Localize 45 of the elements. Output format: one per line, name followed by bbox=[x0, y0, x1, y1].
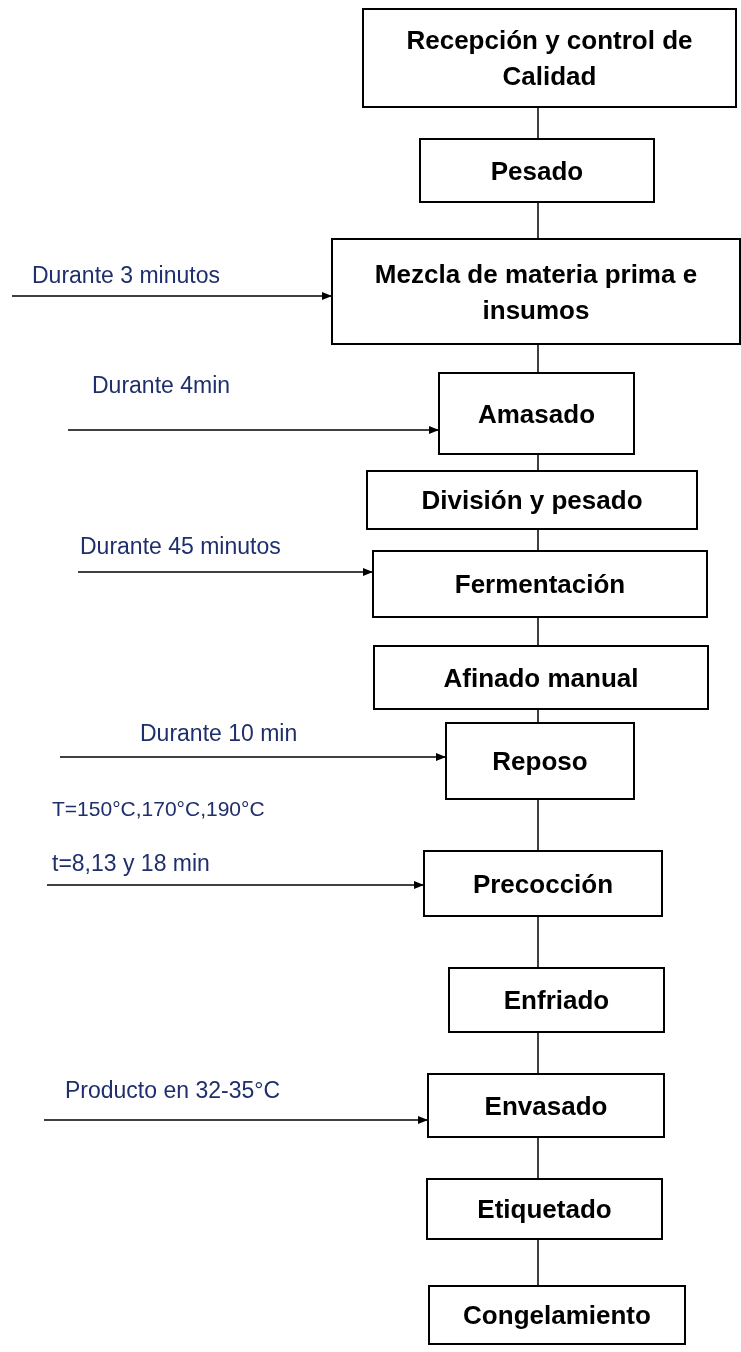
arrow bbox=[67, 426, 439, 434]
step-text: Precocción bbox=[472, 867, 614, 901]
connector-line bbox=[537, 799, 539, 851]
step-text: Pesado bbox=[490, 154, 584, 188]
process-box bbox=[438, 372, 635, 455]
connector-line bbox=[537, 709, 539, 723]
step-text: División y pesado bbox=[421, 484, 643, 517]
step-text: Mezcla de materia prima e insumos bbox=[373, 257, 699, 327]
arrow bbox=[59, 753, 446, 761]
arrow bbox=[43, 1116, 428, 1124]
step-text: Recepción y control de Calidad bbox=[405, 24, 694, 93]
step-text: Congelamiento bbox=[463, 1299, 651, 1332]
arrow bbox=[77, 568, 373, 576]
process-box bbox=[445, 722, 635, 800]
process-box bbox=[448, 967, 665, 1033]
process-box bbox=[372, 550, 708, 618]
process-box bbox=[419, 138, 655, 203]
step-text: Envasado bbox=[484, 1089, 608, 1123]
connector-line bbox=[537, 916, 539, 968]
connector-line bbox=[537, 529, 539, 551]
process-box bbox=[366, 470, 698, 530]
process-box bbox=[373, 645, 709, 710]
step-text: Etiquetado bbox=[477, 1193, 612, 1226]
parameter-note: T=150°C,170°C,190°C bbox=[52, 796, 265, 822]
process-box bbox=[423, 850, 663, 917]
step-text: Enfriado bbox=[503, 984, 610, 1017]
process-box bbox=[331, 238, 741, 345]
step-text: Afinado manual bbox=[443, 661, 639, 695]
connector-line bbox=[537, 1137, 539, 1179]
connector-line bbox=[537, 344, 539, 373]
connector-line bbox=[537, 1239, 539, 1286]
step-text: Reposo bbox=[492, 745, 588, 778]
connector-line bbox=[537, 1032, 539, 1074]
process-box bbox=[428, 1285, 686, 1345]
process-box bbox=[426, 1178, 663, 1240]
step-text: Amasado bbox=[477, 397, 595, 431]
connector-line bbox=[537, 617, 539, 646]
step-text: Fermentación bbox=[454, 568, 626, 601]
process-box bbox=[362, 8, 737, 108]
process-box bbox=[427, 1073, 665, 1138]
arrow bbox=[46, 881, 424, 889]
connector-line bbox=[537, 202, 539, 239]
connector-line bbox=[537, 107, 539, 139]
arrow bbox=[11, 292, 332, 300]
connector-line bbox=[537, 454, 539, 471]
